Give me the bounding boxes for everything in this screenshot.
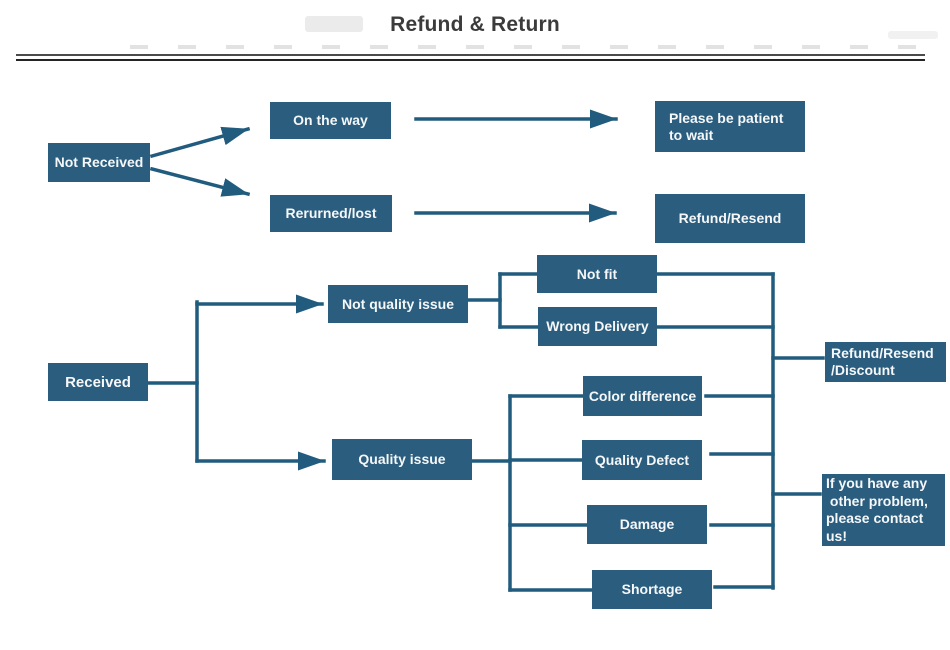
node-damage: Damage bbox=[587, 505, 707, 544]
rule-dash-remnant bbox=[130, 45, 920, 49]
watermark-smudge bbox=[305, 16, 363, 32]
connector-quality-bracket bbox=[470, 394, 594, 592]
node-refund-resend: Refund/Resend bbox=[655, 194, 805, 243]
divider-line-bottom bbox=[16, 59, 925, 61]
connector-received-branch bbox=[146, 294, 326, 471]
node-color-difference: Color difference bbox=[583, 376, 702, 416]
node-not-quality-issue: Not quality issue bbox=[328, 285, 468, 323]
node-received: Received bbox=[48, 363, 148, 401]
connector-top-horizontal-arrows bbox=[414, 109, 618, 223]
node-not-fit: Not fit bbox=[537, 255, 657, 293]
node-quality-issue: Quality issue bbox=[332, 439, 472, 480]
node-contact-us: If you have any other problem, please co… bbox=[822, 474, 945, 546]
connector-not-received-branch bbox=[149, 126, 251, 197]
node-wrong-delivery: Wrong Delivery bbox=[538, 307, 657, 346]
node-quality-defect: Quality Defect bbox=[582, 440, 702, 480]
page-title: Refund & Return bbox=[390, 13, 560, 36]
watermark-smudge bbox=[888, 31, 938, 39]
node-returned-lost: Rerurned/lost bbox=[270, 195, 392, 232]
node-not-received: Not Received bbox=[48, 143, 150, 182]
node-on-the-way: On the way bbox=[270, 102, 391, 139]
node-refund-resend-discount: Refund/Resend /Discount bbox=[825, 342, 946, 382]
connector-not-quality-bracket bbox=[466, 272, 540, 329]
divider-line-top bbox=[16, 54, 925, 56]
connector-right-rail bbox=[655, 272, 825, 590]
node-please-wait: Please be patient to wait bbox=[655, 101, 805, 152]
node-shortage: Shortage bbox=[592, 570, 712, 609]
